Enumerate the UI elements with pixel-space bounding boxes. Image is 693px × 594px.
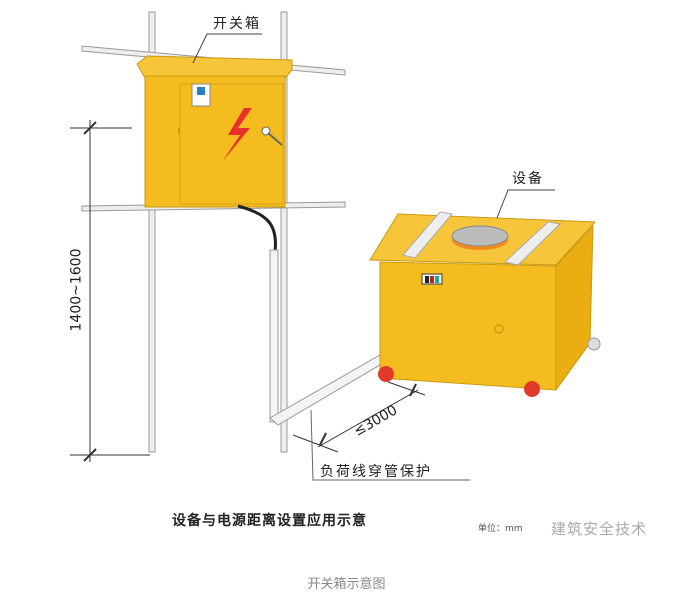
lightning-icon xyxy=(222,108,252,162)
height-range-label: 1400~1600 xyxy=(68,248,85,332)
height-dimension xyxy=(70,120,150,462)
wheel xyxy=(378,366,394,382)
wheel xyxy=(524,381,540,397)
switch-box xyxy=(136,55,293,208)
distance-dimension xyxy=(292,381,426,453)
conduit xyxy=(269,249,386,426)
diagram-title: 设备与电源距离设置应用示意 xyxy=(172,513,367,529)
equipment xyxy=(369,211,601,397)
watermark: 建筑安全技术 xyxy=(551,520,648,538)
equipment-label: 设备 xyxy=(512,171,544,187)
image-caption: 开关箱示意图 xyxy=(307,577,386,592)
conduit-note: 负荷线穿管保护 xyxy=(320,464,432,480)
unit-label: 单位：mm xyxy=(478,524,523,534)
switch-box-label: 开关箱 xyxy=(213,16,261,32)
